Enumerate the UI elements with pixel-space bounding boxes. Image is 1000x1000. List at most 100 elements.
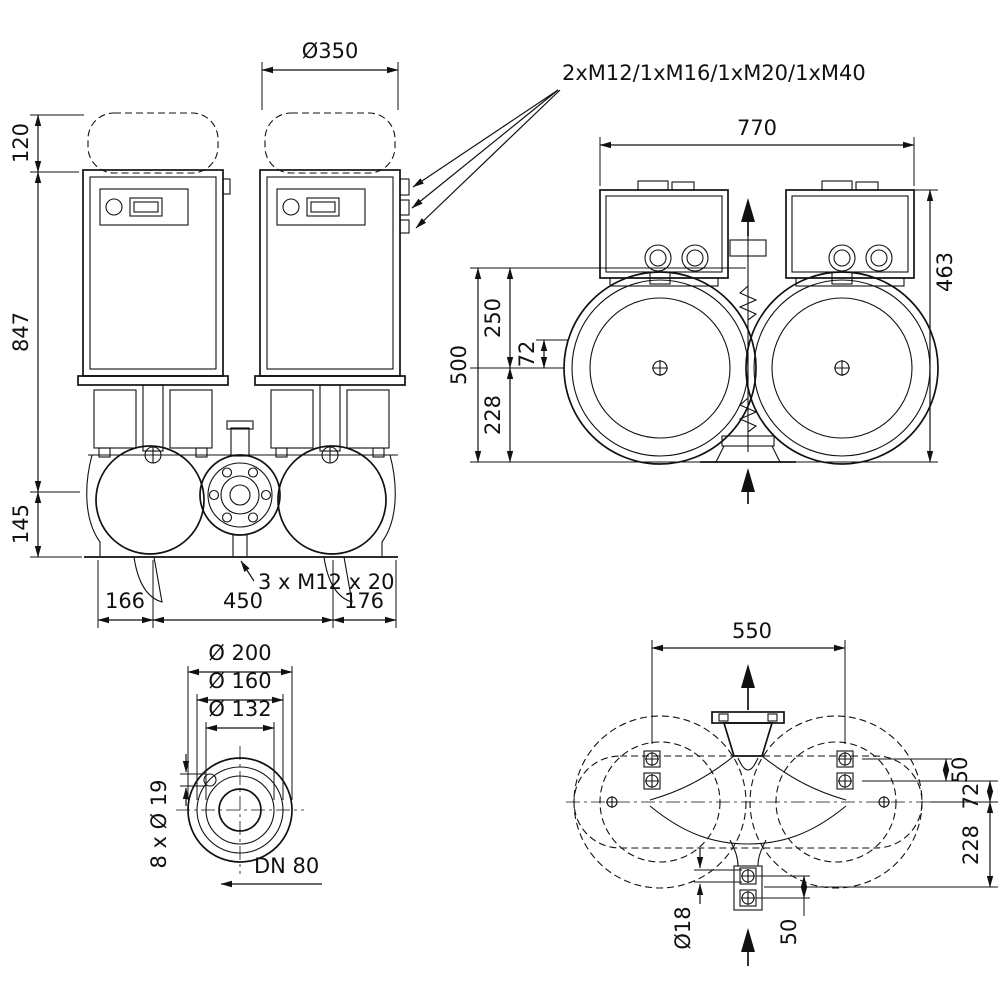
anchor-bolts-right xyxy=(836,750,854,790)
dimension-label: 72 xyxy=(959,783,983,810)
plan-view: 550 50 72 228 Ø18 xyxy=(566,619,998,966)
dimension-250: 250 xyxy=(470,267,564,369)
dimension-label: 166 xyxy=(105,589,145,613)
dimension-anchor-hole: Ø18 xyxy=(671,848,742,950)
dimension-label: Ø 160 xyxy=(208,669,271,693)
dimension-228: 228 xyxy=(481,367,514,463)
flange-outer xyxy=(187,757,293,863)
display-window xyxy=(306,197,340,217)
bolt-circle xyxy=(196,766,284,854)
dimension-height-463: 463 xyxy=(796,189,957,463)
dimension-label: Ø350 xyxy=(302,39,359,63)
dimension-label: Ø18 xyxy=(671,906,695,949)
cooling-fins xyxy=(169,389,213,449)
dimension-outer-diameter: Ø 200 xyxy=(187,641,293,800)
motor-left xyxy=(77,112,231,464)
right-volute xyxy=(277,445,387,555)
cable-gland-callout: 2xM12/1xM16/1xM20/1xM40 xyxy=(411,61,866,229)
dimension-label: 72 xyxy=(515,341,539,368)
right-drain xyxy=(323,556,353,603)
dimension-label: 500 xyxy=(447,345,471,385)
flow-arrow-top xyxy=(741,198,755,236)
flange-bolt xyxy=(247,467,259,478)
dimension-label: 770 xyxy=(737,116,777,140)
leader-arrow xyxy=(411,89,559,209)
bolt-hole xyxy=(203,773,217,787)
dimension-module-height: 120 xyxy=(9,114,84,173)
fan-cover-outline xyxy=(87,112,219,174)
center-flange xyxy=(199,420,281,558)
dimension-height-847: 847 xyxy=(9,171,80,493)
flange-bolt xyxy=(260,489,272,501)
raised-face xyxy=(205,775,275,845)
callout-impeller-screws: 3 x M12 x 20 xyxy=(240,560,394,594)
dimension-height-145: 145 xyxy=(9,491,82,558)
cable-gland-boss xyxy=(399,219,410,234)
dimension-label: 8 x Ø 19 xyxy=(147,779,171,868)
side-view: 770 463 500 250 72 228 xyxy=(447,116,957,504)
dimension-label: 50 xyxy=(948,757,972,784)
flange-bolt xyxy=(221,512,233,523)
cable-gland xyxy=(865,244,893,272)
dimension-228: 228 xyxy=(764,801,998,888)
callout-label: 3 x M12 x 20 xyxy=(258,570,394,594)
shaft xyxy=(319,384,341,452)
dimension-label: 228 xyxy=(959,825,983,865)
dimension-72: 72 xyxy=(515,339,568,369)
dimension-pair-spacing-bottom: 50 xyxy=(756,875,810,945)
dimension-pair-spacing-side: 50 xyxy=(862,757,998,784)
front-view: Ø350 120 847 145 166 450 1 xyxy=(9,39,410,628)
dimension-label: Ø 132 xyxy=(208,697,271,721)
cable-gland xyxy=(828,244,856,272)
casing-outline xyxy=(649,755,847,867)
dimension-72: 72 xyxy=(930,780,998,810)
fan-cover-outline xyxy=(264,112,396,174)
fan-grille-right xyxy=(771,297,913,439)
callout-label: 2xM12/1xM16/1xM20/1xM40 xyxy=(562,61,866,85)
suction-flange-top xyxy=(711,711,785,757)
dimension-label: 463 xyxy=(933,252,957,292)
flange-bolt xyxy=(221,467,233,478)
motor-right xyxy=(254,112,410,464)
cooling-fins xyxy=(93,389,137,449)
dimension-label: 450 xyxy=(223,589,263,613)
control-panel xyxy=(99,188,189,226)
fan-grille-left xyxy=(589,297,731,439)
left-drain xyxy=(133,556,163,603)
cable-gland-boss xyxy=(399,199,410,216)
dimension-nominal: DN 80 xyxy=(220,854,322,888)
terminal-box-left xyxy=(599,189,729,279)
anchor-bolts-bottom xyxy=(733,865,763,911)
cable-gland xyxy=(681,244,709,272)
dimension-label: 228 xyxy=(481,395,505,435)
flow-arrow-bottom xyxy=(741,468,755,504)
dimension-label: 847 xyxy=(9,312,33,352)
dimension-label: 145 xyxy=(9,504,33,544)
dimension-overall-width: 770 xyxy=(599,116,915,186)
motor-flange xyxy=(77,375,229,386)
display-window xyxy=(129,197,163,217)
dimension-bolt-holes: 8 x Ø 19 xyxy=(147,754,206,869)
bore xyxy=(218,788,262,832)
operating-knob xyxy=(105,198,123,216)
anchor-bolts-left xyxy=(643,750,661,790)
dimension-label: DN 80 xyxy=(254,854,319,878)
leader-arrow xyxy=(412,89,559,188)
control-panel xyxy=(276,188,366,226)
terminal-box-right xyxy=(785,189,915,279)
coupling-column xyxy=(729,232,767,452)
dimension-label: 176 xyxy=(344,589,384,613)
cooling-fins xyxy=(346,389,390,449)
motor-flange xyxy=(254,375,406,386)
dimension-anchor-span: 550 xyxy=(651,619,846,744)
dimension-motor-diameter: Ø350 xyxy=(261,39,399,110)
terminal-boxes xyxy=(599,180,915,287)
flow-arrow-top xyxy=(741,664,755,710)
dimension-label: Ø 200 xyxy=(208,641,271,665)
cable-gland-boss xyxy=(399,178,410,196)
flow-arrow-bottom xyxy=(741,928,755,966)
motor-body xyxy=(82,169,224,377)
dimension-bolt-circle: Ø 160 xyxy=(196,669,284,800)
